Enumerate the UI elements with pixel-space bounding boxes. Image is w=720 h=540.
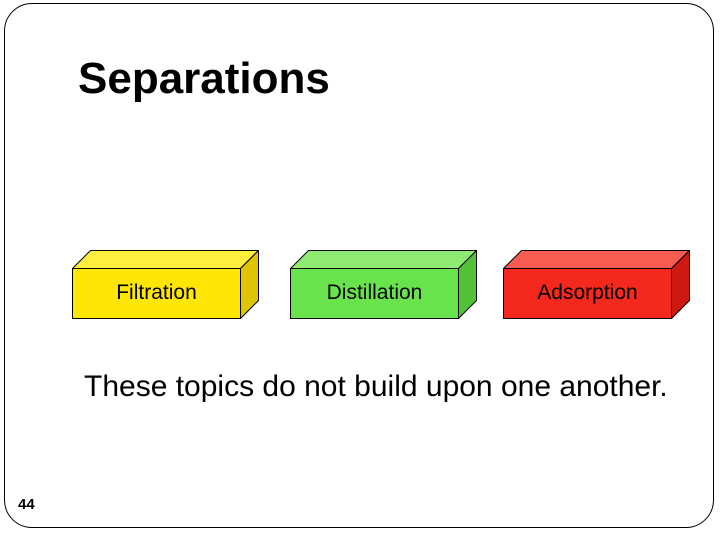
topic-box-label: Adsorption: [537, 281, 638, 304]
cube-top-face: [290, 250, 477, 269]
cube-top-face: [72, 250, 259, 269]
topic-box-distillation: Distillation: [290, 250, 477, 319]
topic-box-label: Filtration: [116, 281, 197, 304]
cube-shape-filtration: [72, 250, 259, 319]
slide-body-text: These topics do not build upon one anoth…: [84, 370, 668, 403]
topic-box-label: Distillation: [326, 281, 423, 304]
cube-top-face: [503, 250, 690, 269]
cube-front-face: [503, 268, 672, 319]
cube-shape-distillation: [290, 250, 477, 319]
cube-shape-adsorption: [503, 250, 690, 319]
slide-title: Separations: [78, 54, 330, 103]
cube-front-face: [72, 268, 241, 319]
slide-page-number: 44: [18, 496, 35, 513]
topic-box-filtration: Filtration: [72, 250, 259, 319]
cube-front-face: [290, 268, 459, 319]
topic-box-adsorption: Adsorption: [503, 250, 690, 319]
